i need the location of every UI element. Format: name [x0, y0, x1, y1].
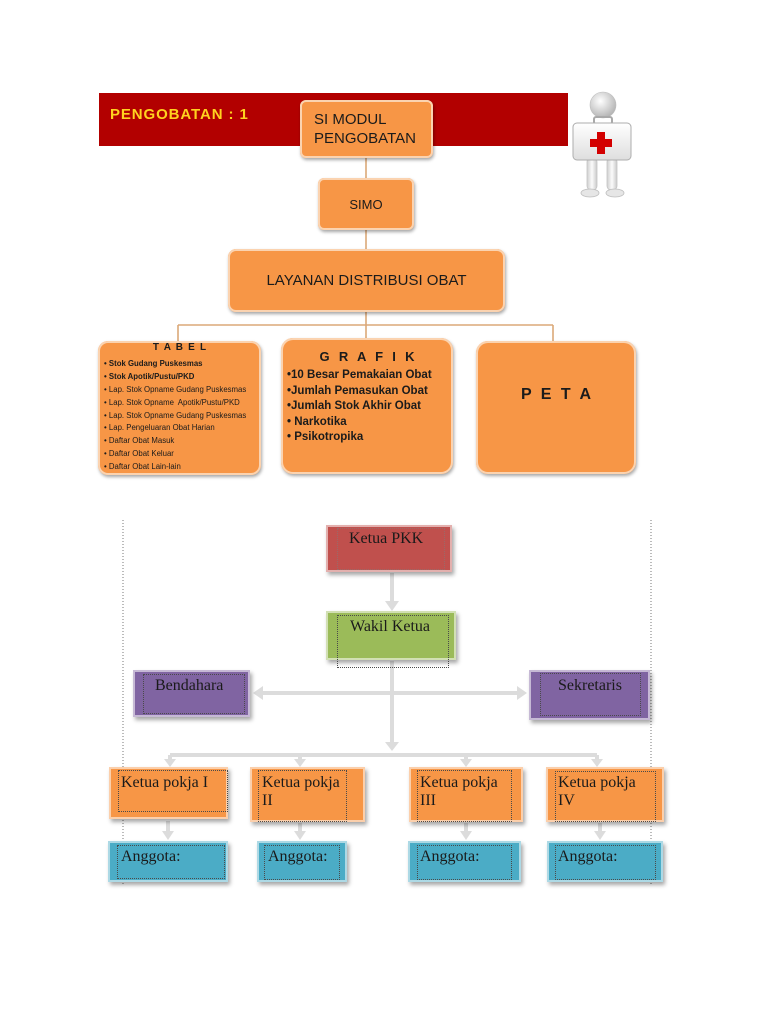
ketua-pokja-textbox: Ketua pokja IV [555, 771, 656, 822]
wakil-ketua-box: Wakil Ketua [326, 611, 456, 668]
tabel-item: • Stok Apotik/Pustu/PKD [104, 371, 195, 381]
grafik-item: • Narkotika [287, 415, 347, 428]
arrow-head [594, 831, 606, 840]
tabel-item: • Daftar Obat Keluar [104, 449, 174, 459]
module-node-box: SIMO [318, 178, 414, 230]
arrow-head [294, 759, 306, 767]
ketua-pokja-textbox: Ketua pokja III [417, 770, 512, 822]
grafik-item: •Jumlah Pemasukan Obat [287, 384, 428, 397]
peta-node-title: P E T A [520, 386, 594, 403]
root-node-box: SI MODUL PENGOBATAN [300, 100, 433, 158]
root-node-line: SI MODUL [314, 111, 387, 128]
ketua-pkk-label: Ketua PKK [349, 530, 424, 547]
arrow-head [517, 686, 527, 700]
arrow-head [591, 759, 603, 767]
sekretaris-box: Sekretaris [529, 670, 650, 720]
arrow-head [385, 601, 399, 611]
grafik-item: •Jumlah Stok Akhir Obat [287, 400, 421, 412]
ketua-pokja-box: Ketua pokja III [409, 767, 523, 822]
anggota-label: Anggota: [420, 848, 480, 865]
root-node-line: PENGOBATAN [314, 130, 416, 147]
figure-leg [606, 157, 618, 191]
figure-foot [580, 188, 600, 198]
anggota-box: Anggota: [108, 841, 228, 882]
tabel-item: • Stok Gudang Puskesmas [104, 359, 203, 368]
wakil-ketua-label: Wakil Ketua [350, 618, 431, 635]
module-node-label: SIMO [349, 196, 383, 212]
anggota-textbox: Anggota: [555, 845, 656, 880]
tabel-item: • Lap. Stok Opname Gudang Puskesmas [104, 410, 247, 420]
ketua-pokja-textbox: Ketua pokja I [118, 770, 228, 812]
arrow-head [460, 831, 472, 840]
wakil-ketua-textbox: Wakil Ketua [337, 615, 449, 668]
arrow-head [460, 759, 472, 767]
service-node-box: LAYANAN DISTRIBUSI OBAT [228, 249, 505, 312]
tabel-node-title: T A B E L [152, 342, 208, 353]
anggota-label: Anggota: [121, 848, 181, 865]
bottom-arrow-lines [166, 573, 602, 832]
ketua-pokja-box: Ketua pokja II [250, 767, 365, 822]
tabel-node-box: T A B E L • Stok Gudang Puskesmas • Stok… [98, 341, 261, 475]
tabel-item: • Daftar Obat Masuk [104, 436, 175, 446]
anggota-box: Anggota: [547, 841, 663, 882]
figure-leg [586, 157, 598, 191]
arrow-head [164, 759, 176, 767]
anggota-textbox: Anggota: [264, 845, 340, 880]
ketua-pokja-number: II [262, 792, 273, 809]
ketua-pokja-box: Ketua pokja I [109, 767, 228, 819]
sekretaris-label: Sekretaris [558, 677, 622, 694]
anggota-label: Anggota: [558, 848, 618, 865]
ketua-pkk-box: Ketua PKK [326, 525, 452, 572]
bendahara-box: Bendahara [133, 670, 250, 717]
margin-guides [122, 520, 652, 886]
ketua-pokja-number: III [420, 792, 436, 809]
tabel-item: • Lap. Stok Opname Gudang Puskesmas [104, 384, 247, 394]
top-connectors [177, 157, 554, 342]
grafik-node-box: G R A F I K •10 Besar Pemakaian Obat •Ju… [281, 338, 453, 474]
arrow-head [162, 831, 174, 840]
peta-node-box: P E T A [476, 341, 636, 474]
ketua-pokja-number: IV [558, 792, 575, 809]
anggota-textbox: Anggota: [117, 845, 225, 879]
grafik-item: •10 Besar Pemakaian Obat [287, 369, 432, 381]
ketua-pokja-label: Ketua pokja [420, 774, 498, 791]
ketua-pokja-label: Ketua pokja I [121, 774, 209, 791]
tabel-item-list: • Stok Gudang Puskesmas • Stok Apotik/Pu… [104, 358, 246, 474]
anggota-box: Anggota: [408, 841, 521, 882]
tabel-item: • Daftar Obat Lain-lain [104, 462, 181, 472]
ketua-pokja-box: Ketua pokja IV [546, 767, 664, 822]
anggota-label: Anggota: [268, 848, 328, 865]
service-node-label: LAYANAN DISTRIBUSI OBAT [266, 272, 467, 289]
tabel-item: • Lap. Pengeluaran Obat Harian [104, 423, 215, 433]
ketua-pokja-label: Ketua pokja [558, 774, 636, 791]
anggota-textbox: Anggota: [417, 845, 512, 880]
figure-head [589, 91, 617, 119]
banner-title: PENGOBATAN : 1 [110, 106, 249, 123]
sekretaris-textbox: Sekretaris [540, 673, 641, 716]
tabel-item: • Lap. Stok Opname Apotik/Pustu/PKD [104, 397, 240, 407]
figure-foot [605, 188, 625, 198]
ketua-pokja-textbox: Ketua pokja II [258, 770, 347, 822]
red-cross-horizontal [590, 139, 612, 147]
ketua-pokja-label: Ketua pokja [262, 774, 340, 791]
ketua-pkk-textbox: Ketua PKK [337, 528, 445, 570]
first-aid-figure-icon [572, 91, 632, 198]
anggota-box: Anggota: [257, 841, 347, 882]
bendahara-textbox: Bendahara [143, 674, 245, 714]
bottom-arrow-heads [162, 601, 606, 840]
arrow-head [385, 742, 399, 751]
arrow-head [294, 831, 306, 840]
root-node-label: SI MODUL PENGOBATAN [314, 110, 416, 148]
bendahara-label: Bendahara [155, 677, 224, 694]
grafik-item-list: •10 Besar Pemakaian Obat •Jumlah Pemasuk… [287, 368, 432, 446]
grafik-item: • Psikotropika [287, 431, 364, 443]
grafik-node-title: G R A F I K [319, 349, 418, 364]
arrow-head [253, 686, 263, 700]
